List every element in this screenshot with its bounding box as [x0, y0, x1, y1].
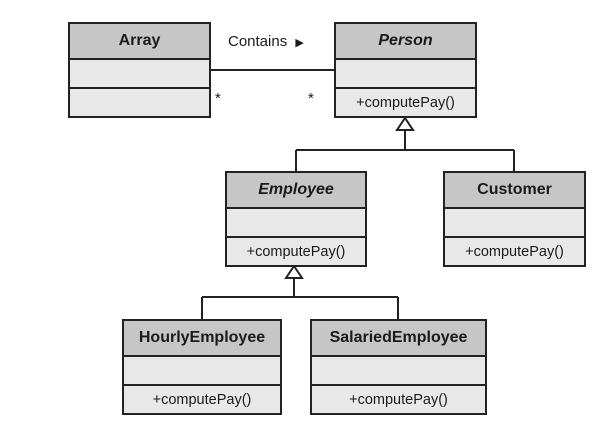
association-direction-arrow: ▶: [295, 37, 304, 49]
class-name: Employee: [227, 173, 365, 209]
class-salaried-employee: SalariedEmployee +computePay(): [310, 319, 487, 415]
class-operations: +computePay(): [312, 386, 485, 413]
class-hourly-employee: HourlyEmployee +computePay(): [122, 319, 282, 415]
class-operations: +computePay(): [124, 386, 280, 413]
class-name: SalariedEmployee: [312, 321, 485, 357]
multiplicity-left: *: [215, 90, 221, 107]
class-operations: +computePay(): [227, 238, 365, 265]
class-array: Array: [68, 22, 211, 118]
class-customer: Customer +computePay(): [443, 171, 586, 267]
class-attributes: [70, 60, 209, 89]
class-name: Customer: [445, 173, 584, 209]
class-operations: [70, 89, 209, 116]
class-attributes: [312, 357, 485, 386]
class-operations: +computePay(): [445, 238, 584, 265]
class-attributes: [124, 357, 280, 386]
association-label: Contains ▶: [228, 33, 304, 50]
class-person: Person +computePay(): [334, 22, 477, 118]
class-name: HourlyEmployee: [124, 321, 280, 357]
class-attributes: [445, 209, 584, 238]
class-operations: +computePay(): [336, 89, 475, 116]
class-name: Array: [70, 24, 209, 60]
class-attributes: [227, 209, 365, 238]
generalization-arrowhead-person: [395, 116, 415, 131]
generalization-arrowhead-employee: [284, 264, 304, 279]
multiplicity-right: *: [308, 90, 314, 107]
class-name: Person: [336, 24, 475, 60]
class-attributes: [336, 60, 475, 89]
class-employee: Employee +computePay(): [225, 171, 367, 267]
association-name: Contains: [228, 33, 288, 50]
